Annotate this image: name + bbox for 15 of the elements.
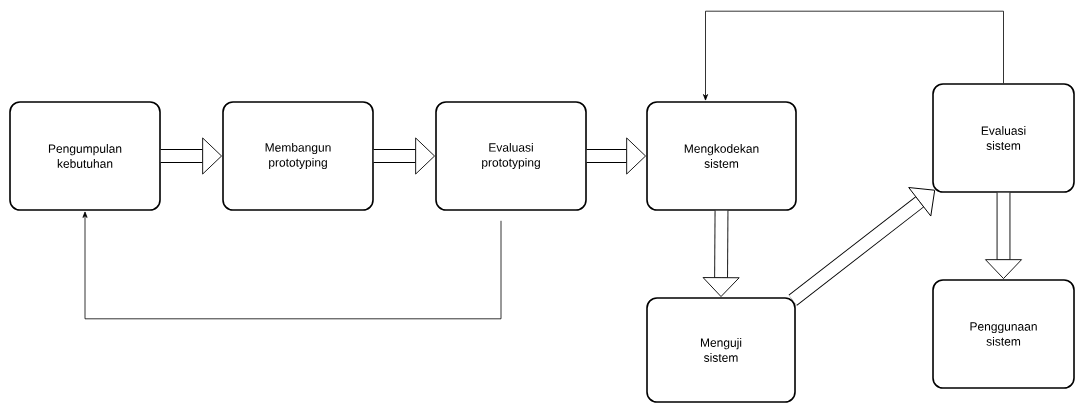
process-box: Evaluasi prototyping [435, 101, 587, 211]
process-box: Evaluasi sistem [932, 83, 1075, 193]
process-box: Menguji sistem [646, 297, 796, 403]
process-box: Membangun prototyping [222, 101, 374, 211]
hollow-arrow [702, 210, 740, 297]
process-box: Penggunaan sistem [932, 279, 1075, 389]
hollow-arrow [985, 192, 1022, 279]
process-box: Pengumpulan kebutuhan [9, 101, 161, 211]
hollow-arrow [160, 137, 222, 175]
arrow [703, 10, 1004, 101]
hollow-arrow [373, 137, 435, 175]
hollow-arrow [586, 137, 646, 175]
hollow-arrow [788, 187, 936, 306]
arrow [82, 211, 502, 320]
process-box: Mengkodekan sistem [646, 101, 797, 211]
